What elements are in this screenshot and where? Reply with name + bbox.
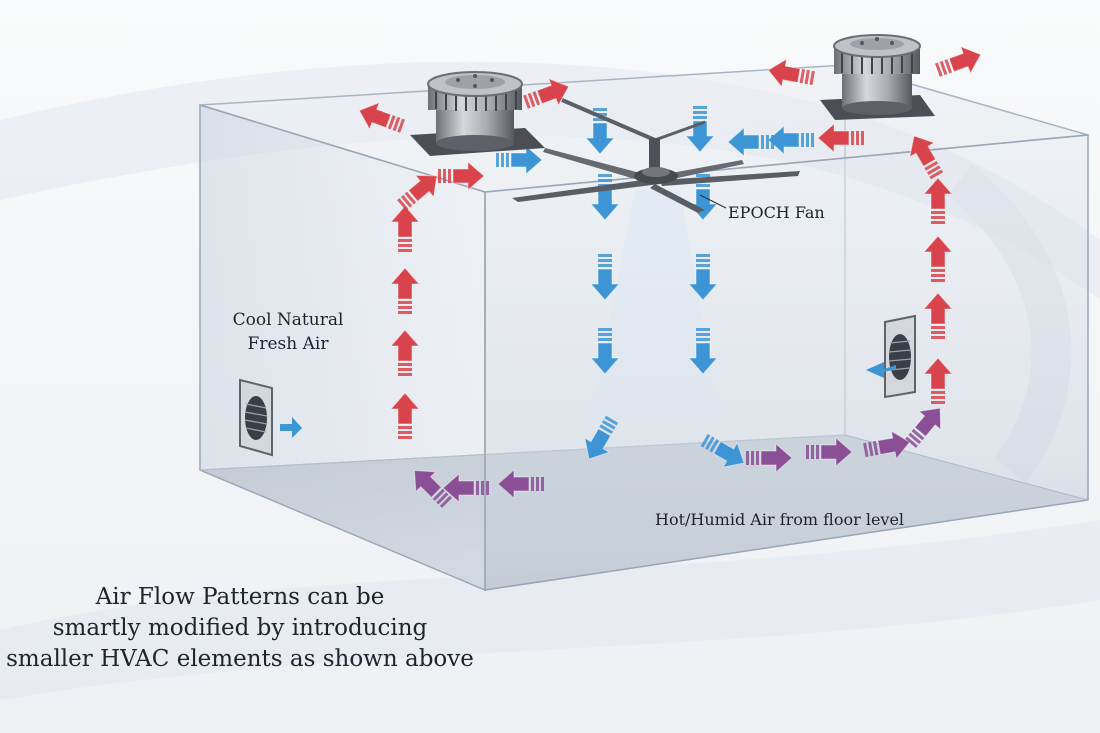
airflow-arrow	[496, 144, 543, 176]
airflow-arrow	[700, 433, 745, 468]
caption-line1: Air Flow Patterns can be	[95, 584, 385, 610]
airflow-arrow	[358, 101, 405, 133]
airflow-arrow	[935, 45, 982, 77]
airflow-arrow	[413, 469, 452, 508]
airflow-arrow	[909, 135, 944, 180]
airflow-arrow	[389, 392, 421, 439]
epoch-fan-icon	[512, 98, 800, 213]
airflow-arrow	[523, 77, 570, 109]
airflow-arrow	[767, 124, 814, 156]
fresh-air-label-line2: Fresh Air	[247, 334, 329, 354]
diagram-caption: Air Flow Patterns can be smartly modifie…	[0, 582, 480, 675]
caption-line3: smaller HVAC elements as shown above	[6, 646, 474, 672]
airflow-arrows	[358, 45, 982, 508]
caption-line2: smartly modified by introducing	[52, 615, 428, 641]
fresh-air-arrow	[280, 417, 302, 438]
airflow-arrow	[497, 468, 544, 500]
airflow-arrow	[442, 472, 489, 504]
fresh-air-label: Cool Natural Fresh Air	[218, 308, 358, 356]
airflow-arrow	[727, 126, 774, 158]
airflow-arrow	[922, 235, 954, 282]
floor-air-label: Hot/Humid Air from floor level	[655, 510, 905, 529]
airflow-arrow	[905, 407, 942, 448]
airflow-arrow	[584, 415, 619, 460]
airflow-arrow	[589, 254, 621, 301]
airflow-arrow	[389, 205, 421, 252]
epoch-fan-label: EPOCH Fan	[728, 203, 825, 222]
roof-exhaust-fan-right-icon	[820, 34, 935, 120]
airflow-arrow	[863, 430, 911, 460]
fresh-air-label-line1: Cool Natural	[232, 310, 344, 330]
airflow-arrow	[687, 254, 719, 301]
airflow-arrow	[684, 106, 716, 153]
airflow-arrow	[397, 174, 438, 211]
vent-outflow-arrow	[866, 362, 896, 378]
fan-leader-line	[699, 194, 727, 209]
airflow-arrow	[746, 442, 793, 474]
airflow-arrow	[589, 328, 621, 375]
airflow-arrow	[817, 122, 864, 154]
fresh-air-vent-icon	[239, 378, 273, 457]
airflow-arrow	[806, 436, 853, 468]
airflow-arrow	[922, 292, 954, 339]
airflow-arrow	[767, 58, 815, 88]
wall-vent-icon	[884, 314, 916, 399]
roof-exhaust-fan-left-icon	[410, 71, 545, 156]
airflow-arrow	[922, 177, 954, 224]
airflow-arrow	[922, 357, 954, 404]
airflow-arrow	[687, 328, 719, 375]
airflow-arrow	[389, 267, 421, 314]
airflow-arrow	[389, 329, 421, 376]
airflow-arrow	[438, 160, 485, 192]
